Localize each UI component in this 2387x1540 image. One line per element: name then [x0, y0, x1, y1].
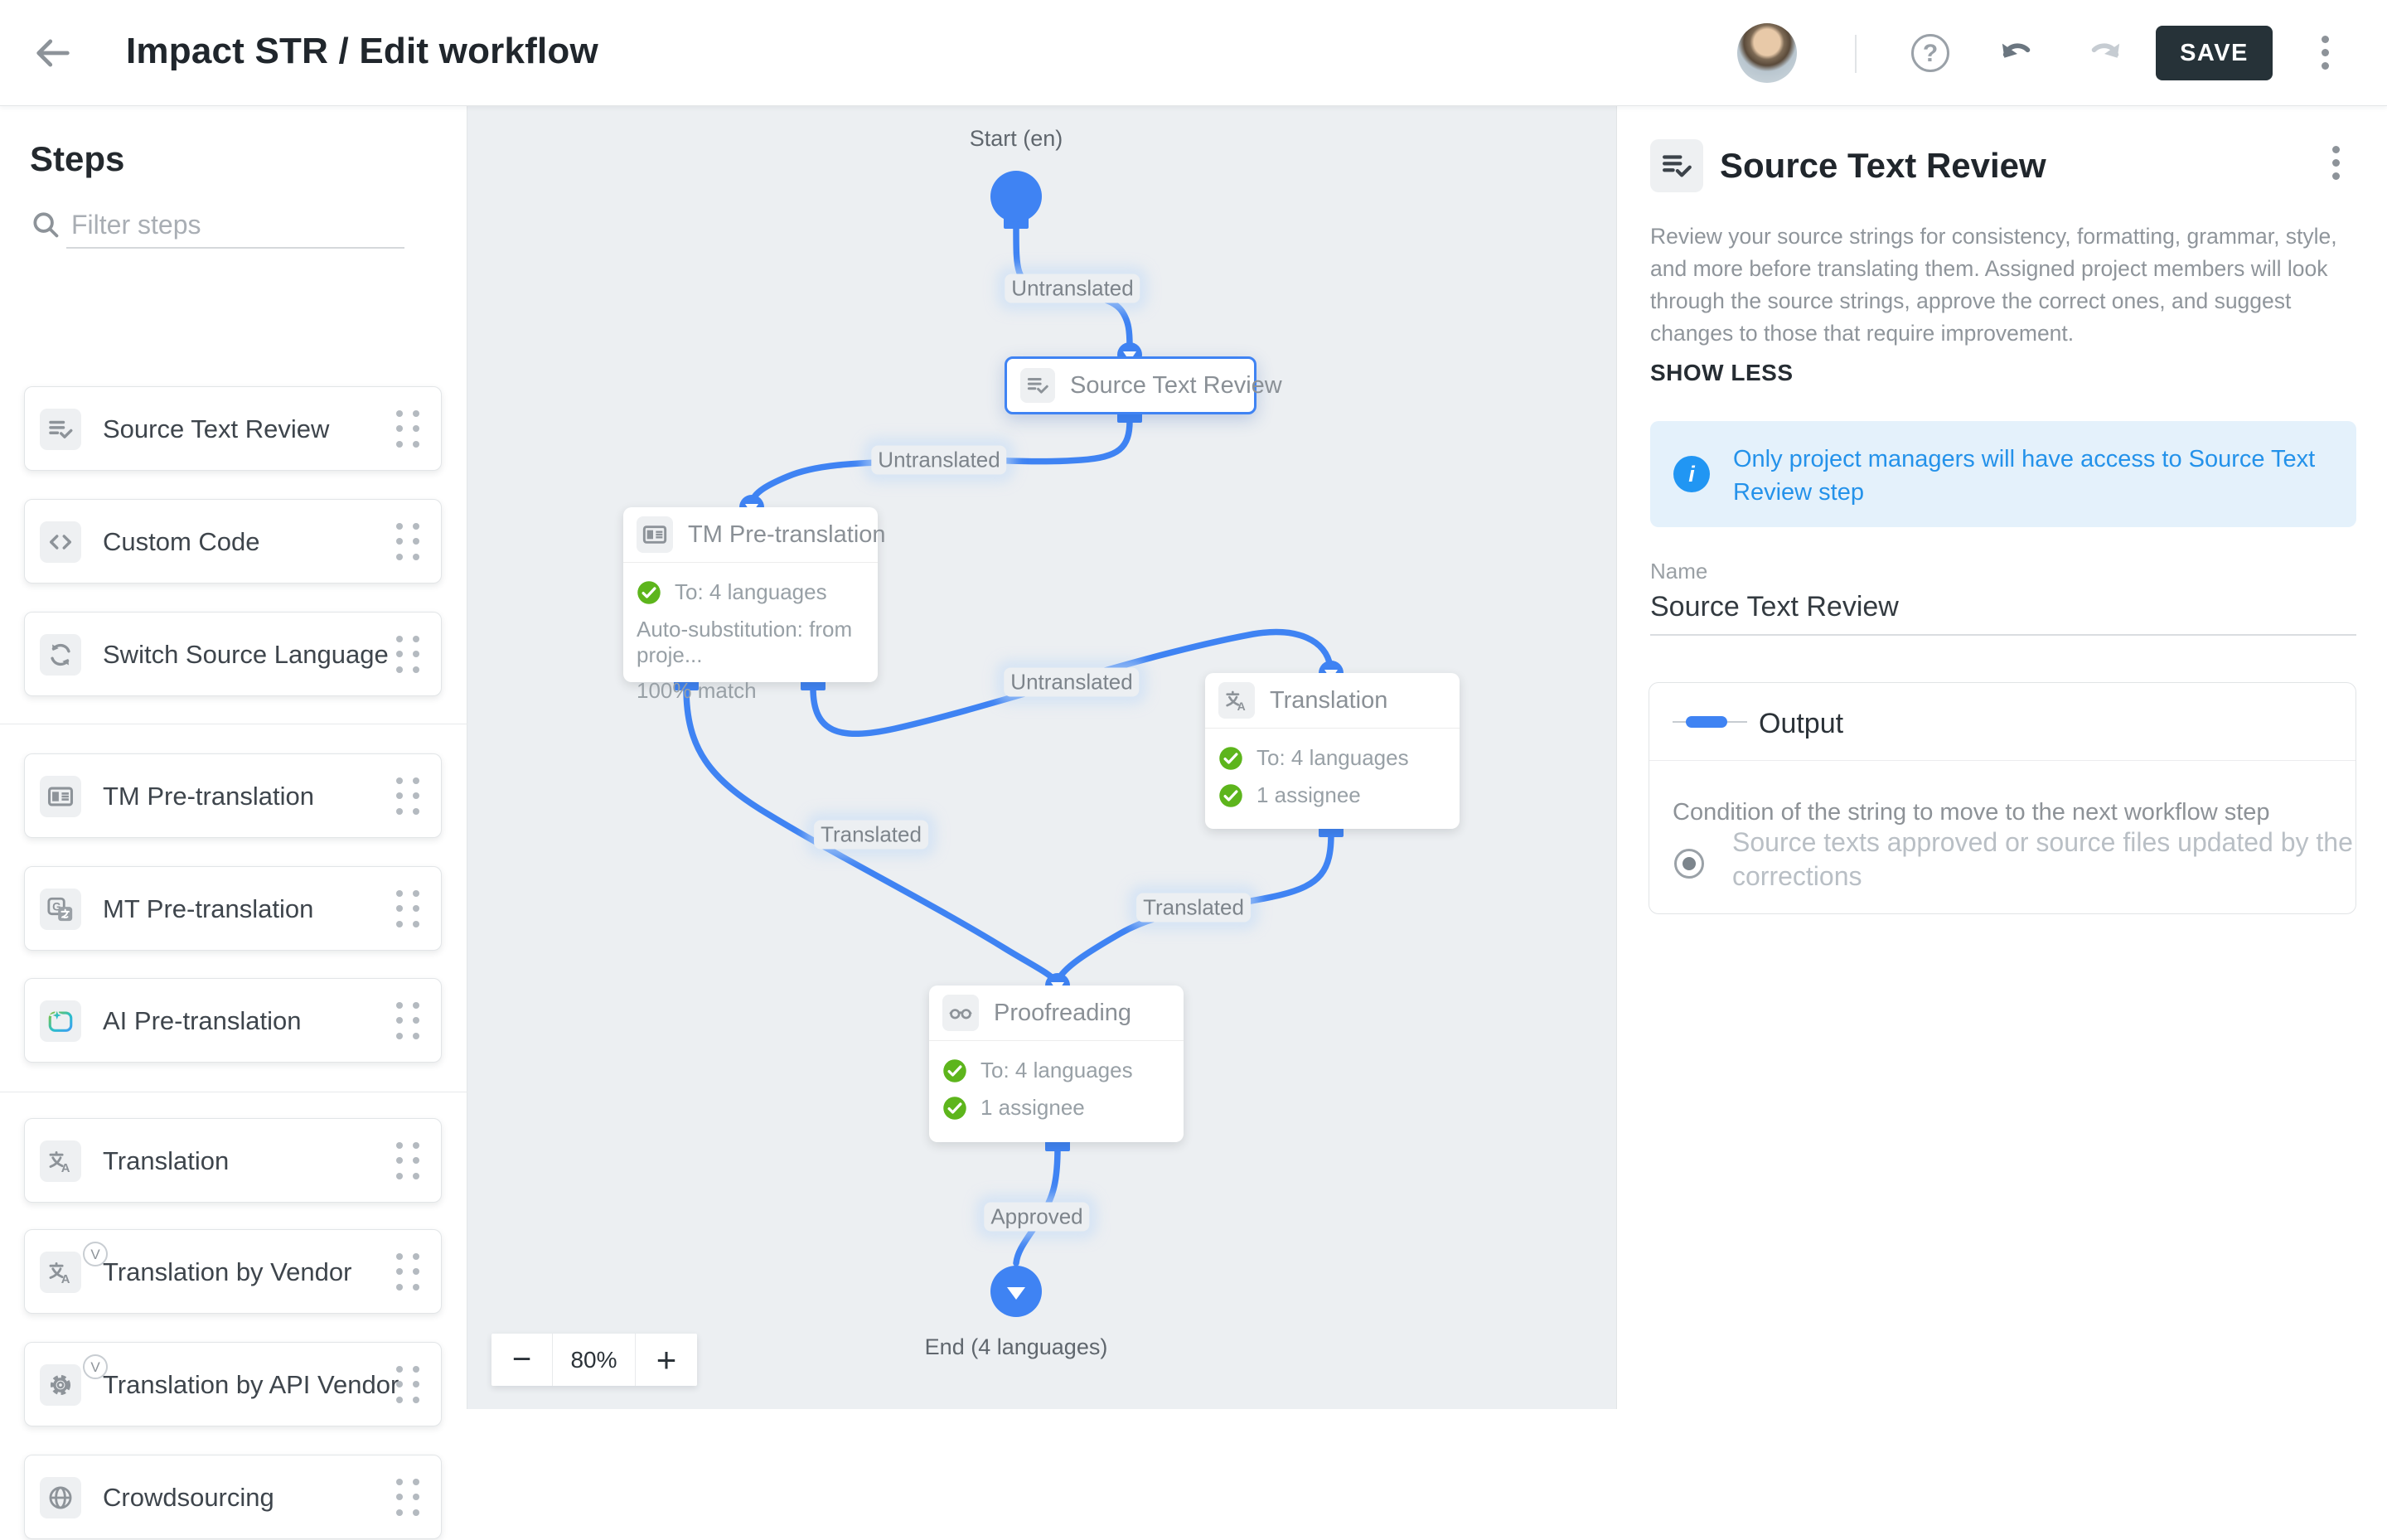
- node-translation[interactable]: A Translation To: 4 languages 1 assignee: [1205, 673, 1460, 829]
- drag-handle-icon[interactable]: [396, 890, 421, 928]
- edge-label: Translated: [814, 820, 928, 850]
- back-arrow-icon[interactable]: [31, 31, 75, 75]
- node-source-text-review[interactable]: Source Text Review: [1005, 356, 1282, 414]
- drag-handle-icon[interactable]: [396, 523, 421, 561]
- name-input[interactable]: [1650, 591, 2356, 623]
- output-condition-option: Source texts approved or source files up…: [1732, 827, 2353, 891]
- edge-label: Untranslated: [1005, 274, 1140, 303]
- svg-text:A: A: [61, 1162, 70, 1175]
- sidebar-item-custom-code[interactable]: Custom Code: [24, 499, 442, 584]
- steps-sidebar: Steps Source Text Review Custom Code Swi…: [0, 106, 467, 1539]
- panel-title: Source Text Review: [1720, 146, 2046, 185]
- name-field-label: Name: [1650, 559, 1708, 584]
- sidebar-item-translation-by-api-vendor[interactable]: V Translation by API Vendor: [24, 1342, 442, 1426]
- sidebar-item-switch-source-language[interactable]: Switch Source Language: [24, 612, 442, 696]
- drag-handle-icon[interactable]: [396, 1253, 421, 1291]
- translate-icon: A: [40, 1140, 81, 1182]
- translate-icon: A V: [40, 1242, 108, 1293]
- workflow-canvas[interactable]: Start (en) Untranslated Untranslated Unt…: [467, 106, 1616, 1409]
- panel-kebab-menu-icon[interactable]: [2331, 146, 2340, 186]
- end-node[interactable]: [990, 1266, 1042, 1317]
- save-button[interactable]: SAVE: [2156, 26, 2273, 80]
- end-node-label: End (4 languages): [924, 1334, 1108, 1359]
- sidebar-item-crowdsourcing[interactable]: Crowdsourcing: [24, 1455, 442, 1539]
- zoom-controls: − 80% +: [491, 1334, 697, 1386]
- info-alert: i Only project managers will have access…: [1650, 421, 2356, 527]
- drag-handle-icon[interactable]: [396, 636, 421, 674]
- svg-text:A: A: [61, 1273, 70, 1286]
- sidebar-item-mt-pre-translation[interactable]: G MT Pre-translation: [24, 866, 442, 951]
- output-card: Output Condition of the string to move t…: [1649, 682, 2356, 914]
- globe-icon: [40, 1477, 81, 1518]
- node-proofreading[interactable]: Proofreading To: 4 languages 1 assignee: [929, 986, 1184, 1142]
- zoom-level: 80%: [553, 1334, 636, 1386]
- output-condition-label: Condition of the string to move to the n…: [1673, 799, 2270, 826]
- show-less-link[interactable]: SHOW LESS: [1650, 360, 1794, 385]
- steps-heading: Steps: [30, 139, 125, 178]
- vendor-badge: V: [83, 1242, 108, 1266]
- gear-icon: V: [40, 1354, 108, 1406]
- zoom-out-button[interactable]: −: [491, 1334, 553, 1386]
- filter-underline: [66, 247, 404, 249]
- app-header: Impact STR / Edit workflow ? SAVE: [0, 0, 2387, 106]
- translate-icon: A: [1218, 682, 1255, 719]
- undo-icon[interactable]: [1997, 36, 2037, 71]
- filter-steps-input[interactable]: [71, 204, 403, 245]
- vendor-badge: V: [83, 1354, 108, 1379]
- list-check-icon: [1020, 368, 1055, 403]
- page-title: Impact STR / Edit workflow: [126, 31, 598, 71]
- drag-handle-icon[interactable]: [396, 1002, 421, 1040]
- drag-handle-icon[interactable]: [396, 1366, 421, 1404]
- code-icon: [40, 521, 81, 563]
- search-icon: [33, 212, 59, 238]
- svg-text:A: A: [1237, 700, 1246, 713]
- sync-icon: [40, 634, 81, 676]
- sidebar-item-translation[interactable]: A Translation: [24, 1118, 442, 1203]
- drag-handle-icon[interactable]: [396, 1142, 421, 1180]
- header-divider: [1855, 35, 1857, 73]
- output-title: Output: [1759, 708, 1844, 739]
- edge-label: Untranslated: [871, 445, 1007, 475]
- ai-sparkle-icon: [40, 1000, 81, 1042]
- info-alert-text: Only project managers will have access t…: [1733, 446, 2316, 506]
- output-condition-radio[interactable]: [1674, 849, 1704, 879]
- machine-translate-icon: G: [40, 889, 81, 930]
- info-icon: i: [1673, 456, 1710, 492]
- redo-icon[interactable]: [2084, 36, 2124, 71]
- step-description: Review your source strings for consisten…: [1650, 224, 2337, 346]
- sidebar-item-translation-by-vendor[interactable]: A V Translation by Vendor: [24, 1229, 442, 1314]
- sidebar-item-tm-pre-translation[interactable]: TM Pre-translation: [24, 753, 442, 838]
- glasses-icon: [942, 995, 979, 1031]
- svg-text:G: G: [52, 900, 61, 913]
- node-tm-pre-translation[interactable]: TM Pre-translation To: 4 languages Auto-…: [623, 507, 886, 703]
- check-icon: [943, 1058, 966, 1082]
- step-details-panel: Source Text Review Review your source st…: [1616, 106, 2387, 1409]
- edge-label: Translated: [1136, 893, 1251, 923]
- output-connector-icon: [1673, 716, 1747, 728]
- edge-label: Approved: [984, 1202, 1090, 1232]
- sidebar-item-source-text-review[interactable]: Source Text Review: [24, 386, 442, 471]
- check-icon: [943, 1096, 966, 1120]
- check-icon: [1219, 783, 1242, 807]
- start-node-label: Start (en): [969, 126, 1063, 151]
- check-icon: [637, 580, 661, 604]
- tm-card-icon: [637, 516, 673, 553]
- name-input-underline: [1650, 634, 2356, 636]
- list-check-icon: [1650, 139, 1703, 192]
- tm-card-icon: [40, 776, 81, 817]
- zoom-in-button[interactable]: +: [636, 1334, 697, 1386]
- sidebar-item-ai-pre-translation[interactable]: AI Pre-translation: [24, 978, 442, 1063]
- avatar[interactable]: [1737, 23, 1797, 83]
- drag-handle-icon[interactable]: [396, 410, 421, 448]
- header-kebab-menu-icon[interactable]: [2321, 36, 2329, 75]
- start-node[interactable]: [990, 171, 1042, 222]
- check-icon: [1219, 746, 1242, 770]
- drag-handle-icon[interactable]: [396, 777, 421, 816]
- list-check-icon: [40, 409, 81, 450]
- drag-handle-icon[interactable]: [396, 1479, 421, 1517]
- help-icon[interactable]: ?: [1911, 34, 1949, 72]
- edge-label: Untranslated: [1004, 667, 1140, 697]
